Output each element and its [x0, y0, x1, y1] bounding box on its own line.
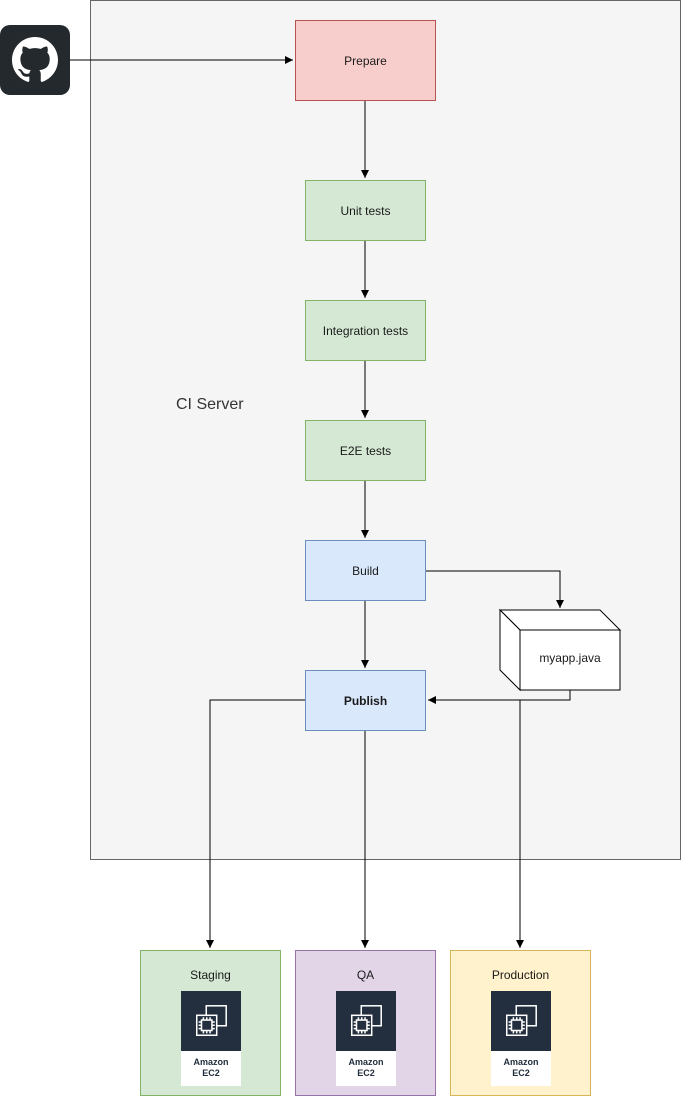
staging-environment[interactable]: Staging Amazon EC2: [140, 950, 281, 1096]
aws-ec2-icon: [491, 991, 551, 1051]
ec2-label: Amazon EC2: [348, 1057, 384, 1078]
ec2-tile: Amazon EC2: [491, 991, 551, 1086]
qa-title: QA: [356, 968, 375, 982]
production-environment[interactable]: Production Amazon EC2: [450, 950, 591, 1096]
aws-ec2-icon: [336, 991, 396, 1051]
qa-environment[interactable]: QA Amazon EC2: [295, 950, 436, 1096]
ci-server-label: CI Server: [176, 396, 244, 413]
arrow-artifact-to-publish: [428, 690, 571, 704]
arrow-build-to-artifact: [426, 570, 564, 608]
build-step[interactable]: Build: [305, 540, 426, 601]
ec2-tile: Amazon EC2: [336, 991, 396, 1086]
integration-tests-step[interactable]: Integration tests: [305, 300, 426, 361]
artifact-label: myapp.java: [539, 651, 601, 665]
ec2-label: Amazon EC2: [503, 1057, 539, 1078]
production-title: Production: [491, 968, 550, 982]
arrow-publish-to-staging: [206, 699, 305, 948]
staging-title: Staging: [190, 968, 231, 982]
github-icon: [0, 25, 70, 95]
ec2-tile: Amazon EC2: [181, 991, 241, 1086]
aws-ec2-icon: [181, 991, 241, 1051]
unit-tests-step[interactable]: Unit tests: [305, 180, 426, 241]
prepare-step[interactable]: Prepare: [295, 20, 436, 101]
artifact-cube-icon: [498, 608, 622, 692]
e2e-tests-step[interactable]: E2E tests: [305, 420, 426, 481]
publish-step[interactable]: Publish: [305, 670, 426, 731]
ec2-label: Amazon EC2: [193, 1057, 229, 1078]
